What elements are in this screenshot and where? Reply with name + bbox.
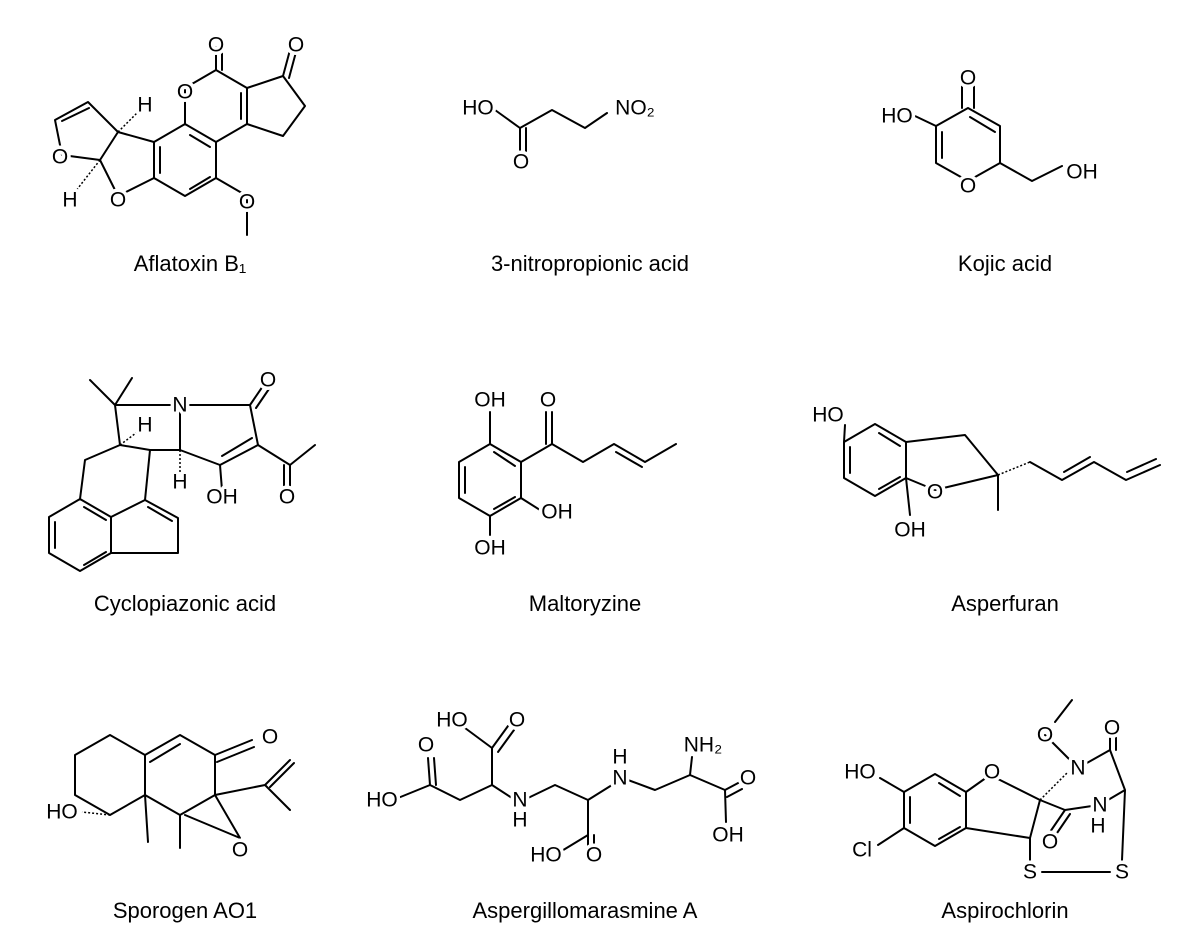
atom-label: NO₂ [615, 97, 655, 120]
atom-label: O [232, 839, 248, 862]
compound-name: Kojic acid [958, 251, 1052, 276]
atom-label: OH [541, 501, 573, 524]
atom-label: HO [844, 761, 876, 784]
atom-label: HO [812, 404, 844, 427]
atom-label: O [110, 189, 126, 212]
atom-label: O [927, 481, 943, 504]
atom-label: N [512, 789, 527, 812]
atom-label: H [137, 414, 152, 437]
atom-label: O [984, 761, 1000, 784]
atom-label: HO [530, 844, 562, 867]
atom-label: O [540, 389, 556, 412]
atom-label: S [1115, 861, 1129, 884]
atom-label: OH [474, 537, 506, 560]
atom-label: HO [462, 97, 494, 120]
atom-label: O [513, 151, 529, 174]
structure-sporogen-ao1: O HO O Sporogen AO1 [43, 722, 295, 923]
compound-name: 3-nitropropionic acid [491, 251, 689, 276]
atom-label: H [172, 471, 187, 494]
atom-label: O [52, 146, 68, 169]
atom-label: NH₂ [684, 734, 722, 757]
compound-name: Cyclopiazonic acid [94, 591, 276, 616]
structure-3-nitropropionic-acid: HO O NO₂ 3-nitropropionic acid [459, 93, 689, 276]
atom-label: OH [206, 486, 238, 509]
compound-name: Sporogen AO1 [113, 898, 257, 923]
compound-name: Aspergillomarasmine A [473, 898, 698, 923]
atom-label: O [418, 734, 434, 757]
atom-label: O [262, 726, 278, 749]
structure-asperfuran: HO O OH Asperfuran [809, 400, 1161, 616]
atom-label: O [1042, 831, 1058, 854]
atom-label: OH [712, 824, 744, 847]
atom-label: S [1023, 861, 1037, 884]
atom-label: O [509, 709, 525, 732]
structure-maltoryzine: OH O OH OH Maltoryzine [458, 385, 677, 616]
compound-name: Aspirochlorin [941, 898, 1068, 923]
atom-label: O [740, 767, 756, 790]
atom-label: H [62, 189, 77, 212]
atom-label: H [137, 94, 152, 117]
atom-label: H [1090, 815, 1105, 838]
structure-aspirochlorin: O O N HO O N H O Cl S S Aspirochlorin [841, 699, 1133, 923]
atom-label: O [1037, 724, 1053, 747]
atom-label: OH [1066, 161, 1098, 184]
atom-label: OH [474, 389, 506, 412]
atom-label: O [279, 486, 295, 509]
atom-label: O [960, 175, 976, 198]
structure-aflatoxin-b1: O O O H O H O O Aflatoxin B₁ [48, 30, 307, 276]
atom-label: O [239, 191, 255, 214]
atom-label: N [1092, 794, 1107, 817]
atom-label: N [612, 767, 627, 790]
atom-label: HO [46, 801, 78, 824]
compound-name: Maltoryzine [529, 591, 641, 616]
atom-label: O [1104, 717, 1120, 740]
atom-label: O [586, 844, 602, 867]
structure-kojic-acid: O HO O OH Kojic acid [878, 63, 1102, 276]
atom-label: N [1070, 757, 1085, 780]
structure-aspergillomarasmine-a: HO O O NH₂ H N O HO N H OH HO O Aspergil… [363, 705, 760, 923]
atom-label: N [172, 394, 187, 417]
atom-label: Cl [852, 839, 872, 862]
atom-label: HO [436, 709, 468, 732]
atom-label: H [512, 809, 527, 832]
atom-label: O [288, 34, 304, 57]
atom-label: HO [366, 789, 398, 812]
structure-cyclopiazonic-acid: N O H H OH O Cyclopiazonic acid [48, 365, 316, 616]
atom-label: O [177, 81, 193, 104]
atom-label: O [208, 34, 224, 57]
compound-name: Asperfuran [951, 591, 1059, 616]
atom-label: OH [894, 519, 926, 542]
atom-label: HO [881, 105, 913, 128]
atom-label: O [960, 67, 976, 90]
compound-name: Aflatoxin B₁ [134, 251, 247, 276]
atom-label: H [612, 746, 627, 769]
atom-label: O [260, 369, 276, 392]
